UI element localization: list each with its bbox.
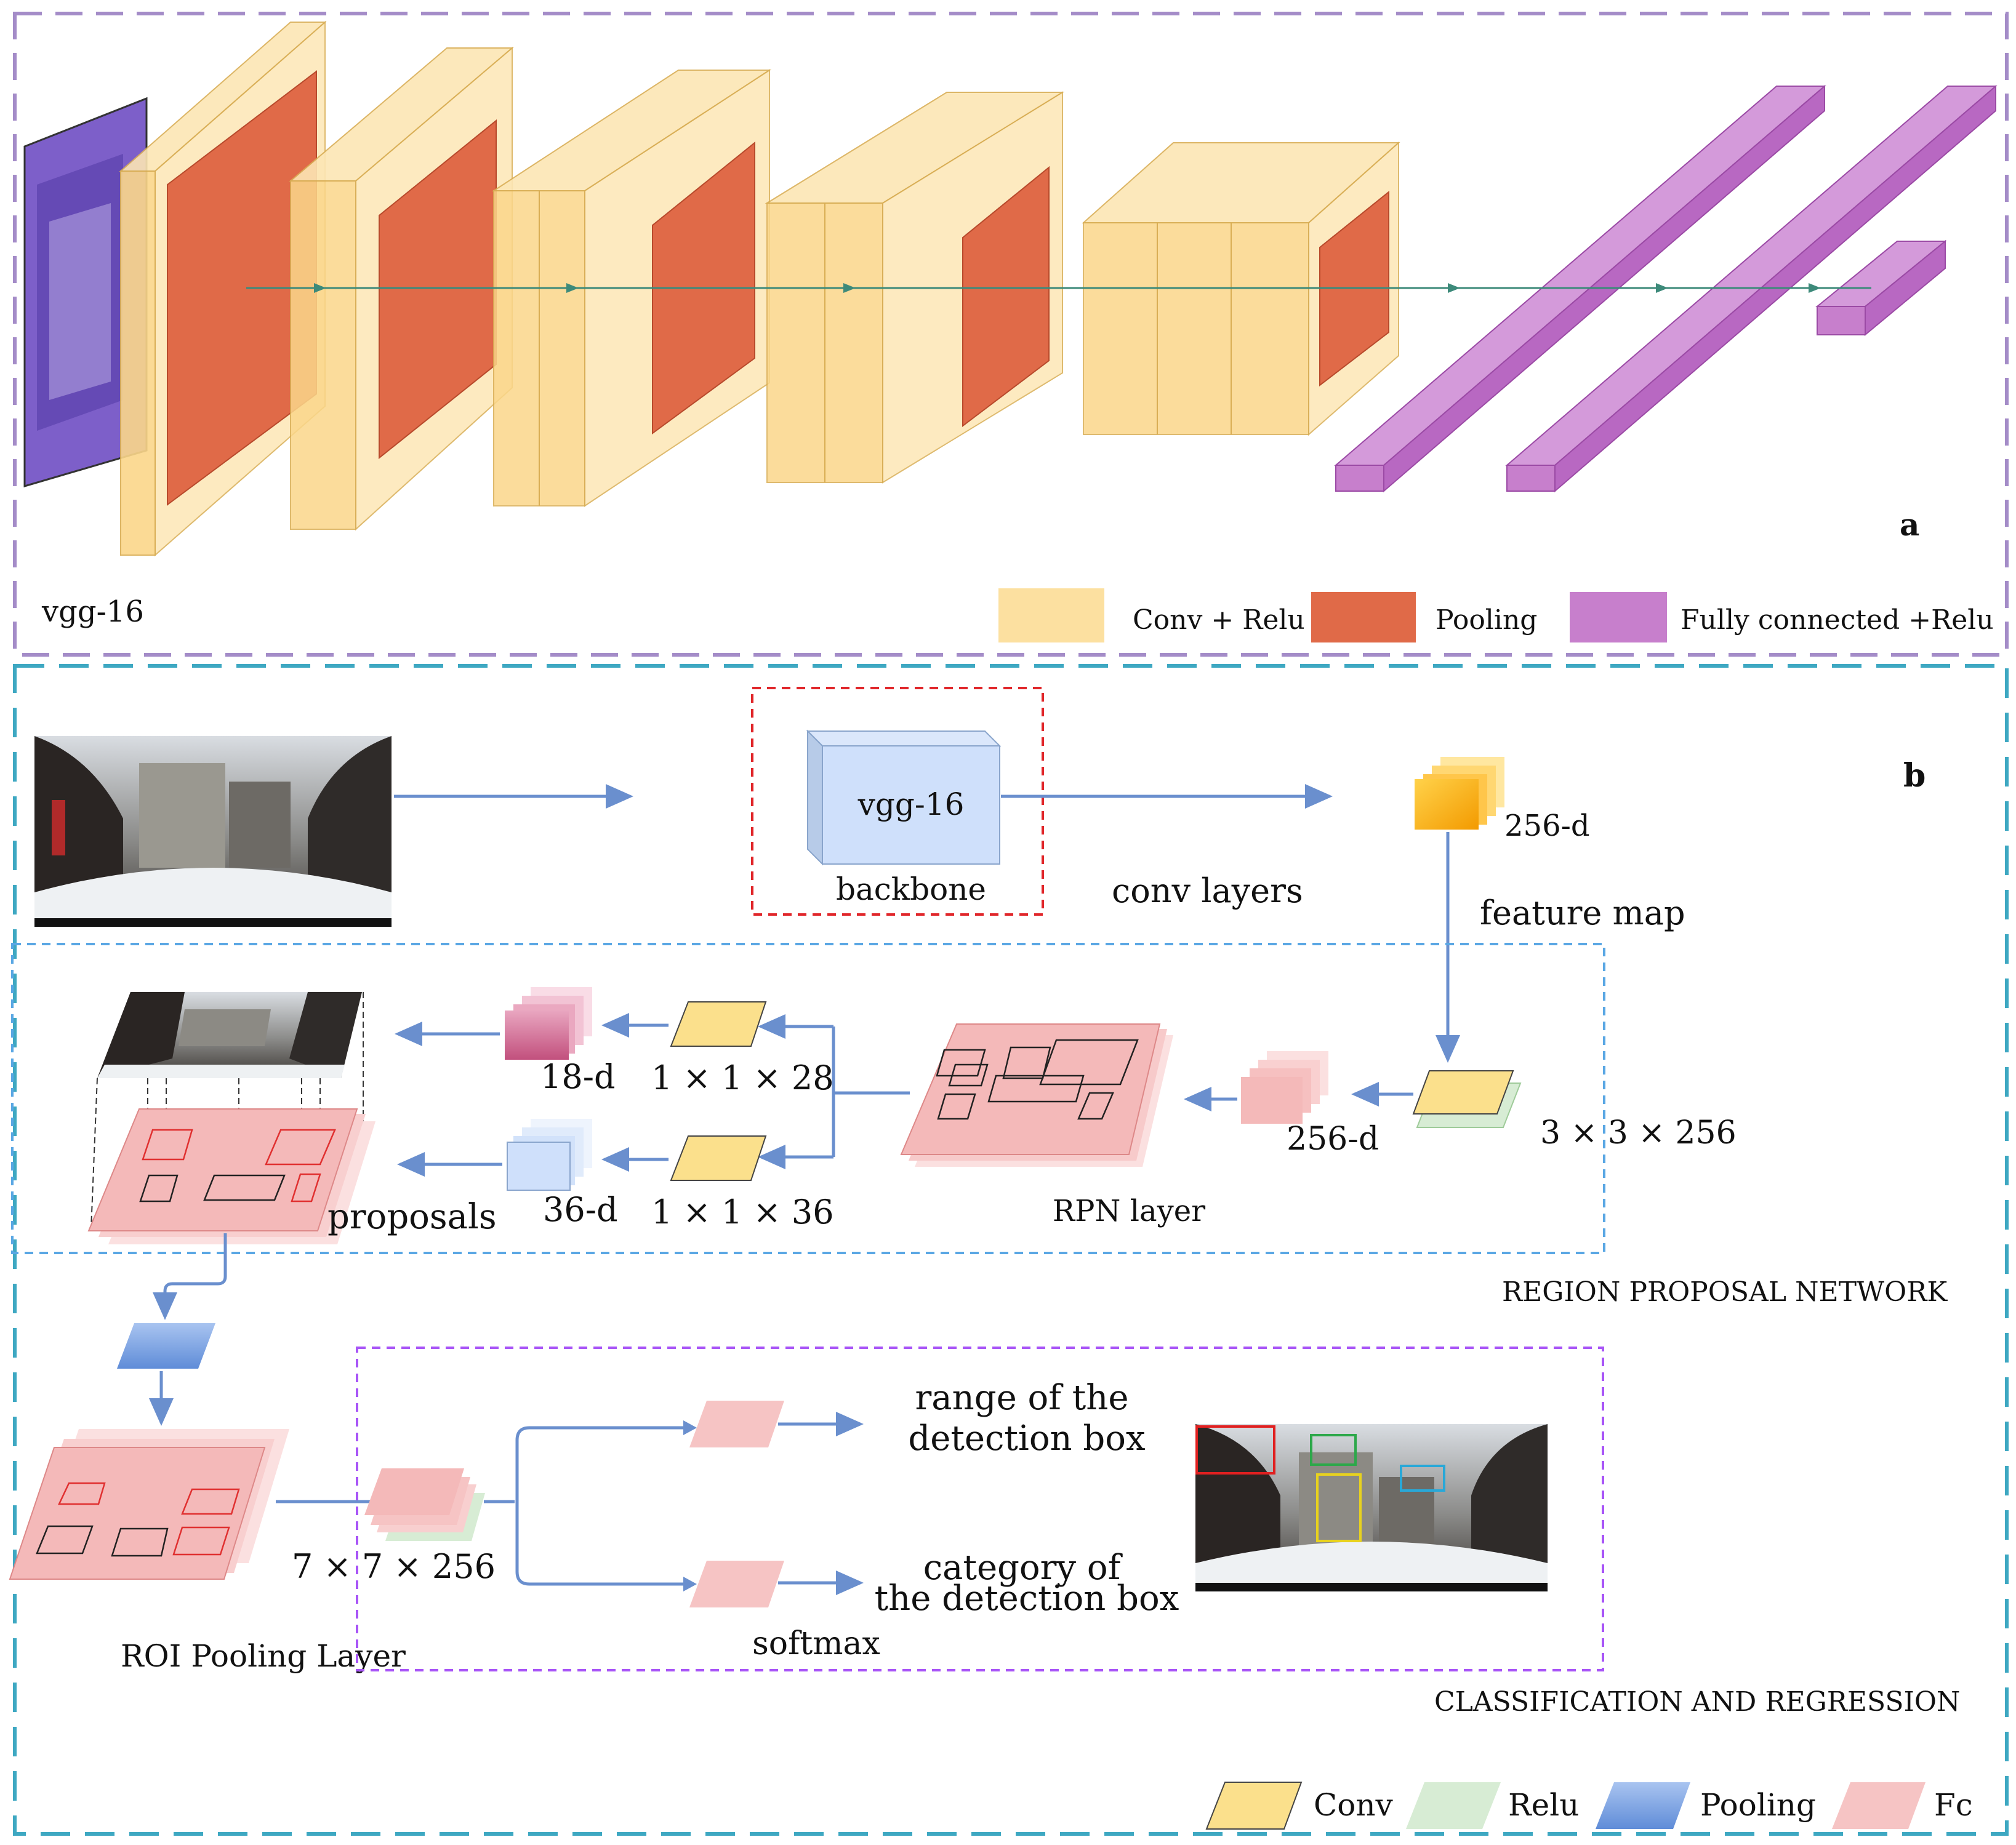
detection-box-green: [1310, 1434, 1357, 1466]
arrowhead-range-branch: [683, 1420, 697, 1435]
panel-a-letter: a: [1900, 506, 1919, 543]
vgg16-block: [806, 729, 1002, 866]
legend-label-conv: Conv: [1314, 1787, 1394, 1823]
legend-label-conv-relu: Conv + Relu: [1133, 604, 1305, 636]
roi-pooling-block: [117, 1323, 215, 1369]
rpn-cls-conv-label: 1 × 1 × 28: [651, 1059, 834, 1097]
legend-label-pooling-b: Pooling: [1700, 1787, 1816, 1823]
rpn-branch-connector: [832, 1027, 910, 1157]
roi-pooling-layer: [9, 1429, 289, 1580]
rpn-18d-label: 18-d: [540, 1057, 616, 1096]
conv-layers-label: conv layers: [1112, 871, 1303, 910]
panel-a-legend: Conv + Relu Pooling Fully connected +Rel…: [998, 588, 1994, 642]
classification-region-box: [356, 1347, 1604, 1671]
roi-size-label: 7 × 7 × 256: [292, 1547, 496, 1586]
panel-a-title: vgg-16: [41, 594, 144, 629]
flow-arrowheads: [314, 283, 1821, 293]
legend-swatch-fc: [1832, 1782, 1926, 1829]
roi-layer-label: ROI Pooling Layer: [121, 1638, 406, 1674]
panel-a-border: [13, 12, 2009, 657]
legend-swatch-relu: [1406, 1782, 1501, 1829]
legend-swatch-conv: [1205, 1782, 1303, 1830]
category-label-line1: category of: [923, 1548, 1123, 1588]
arrowhead-category-branch: [683, 1577, 697, 1591]
backbone-caption: backbone: [836, 871, 986, 907]
rpn-conv3x3: [1412, 1070, 1522, 1128]
conv-block-5: [1082, 141, 1400, 436]
legend-label-pooling: Pooling: [1436, 604, 1537, 636]
conv-block-1: [119, 20, 327, 557]
rpn-reg-conv: [670, 1135, 767, 1181]
category-label-line2: the detection box: [875, 1579, 1179, 1619]
proposals-feature-map: [87, 1108, 375, 1244]
legend-swatch-conv-relu: [998, 588, 1104, 642]
rpn-region-box: [11, 943, 1605, 1254]
rpn-36d-stack: [507, 1119, 592, 1191]
panel-b-legend: Conv Relu Pooling Fc: [1205, 1782, 1973, 1830]
fc-branch-connector: [484, 1426, 688, 1586]
rpn-conv3x3-label: 3 × 3 × 256: [1540, 1115, 1737, 1151]
legend-label-fc: Fc: [1934, 1787, 1973, 1823]
backbone-box: [751, 687, 1044, 916]
feature-map-stack: [1415, 757, 1504, 830]
rpn-18d-stack: [505, 987, 592, 1060]
panel-b-border: [13, 664, 2009, 1836]
rpn-256d-label: 256-d: [1287, 1121, 1379, 1158]
softmax-label: softmax: [752, 1625, 880, 1662]
rpn-layer: [900, 1023, 1173, 1167]
feature-map-dim: 256-d: [1504, 809, 1590, 843]
range-label-line2: detection box: [908, 1419, 1145, 1459]
roi-fc-stack: [364, 1468, 485, 1541]
legend-swatch-pooling: [1311, 592, 1416, 642]
input-panorama-image: [34, 736, 392, 927]
range-label-line1: range of the: [915, 1378, 1129, 1418]
rpn-cls-conv: [670, 1001, 767, 1047]
rpn-layer-label: RPN layer: [1053, 1194, 1205, 1228]
proposals-panorama: [90, 992, 364, 1229]
proposals-label: proposals: [327, 1197, 497, 1237]
arrow-proposals-to-pooling: [153, 1233, 227, 1320]
vgg16-block-label: vgg-16: [857, 786, 965, 822]
detection-box-red: [1195, 1425, 1275, 1475]
rpn-section-title: REGION PROPOSAL NETWORK: [1502, 1276, 1948, 1308]
fc-category-block: [689, 1561, 784, 1607]
legend-label-relu: Relu: [1508, 1787, 1579, 1823]
fc-layer-3: [1815, 239, 1947, 337]
legend-swatch-fc-relu: [1570, 592, 1667, 642]
classification-section-title: CLASSIFICATION AND REGRESSION: [1434, 1686, 1960, 1718]
legend-swatch-pooling-b: [1596, 1782, 1690, 1829]
feature-map-label: feature map: [1480, 894, 1685, 932]
input-image-purple: [23, 97, 148, 488]
detection-box-yellow: [1316, 1473, 1362, 1542]
rpn-36d-label: 36-d: [543, 1190, 618, 1229]
legend-label-fc-relu: Fully connected +Relu: [1681, 604, 1994, 636]
panel-b-letter: b: [1903, 757, 1926, 794]
fc-range-block: [689, 1401, 784, 1447]
detection-box-cyan: [1400, 1465, 1445, 1492]
rpn-256d-stack: [1241, 1051, 1328, 1124]
rpn-reg-conv-label: 1 × 1 × 36: [651, 1193, 834, 1231]
output-detection-image: [1195, 1424, 1548, 1591]
